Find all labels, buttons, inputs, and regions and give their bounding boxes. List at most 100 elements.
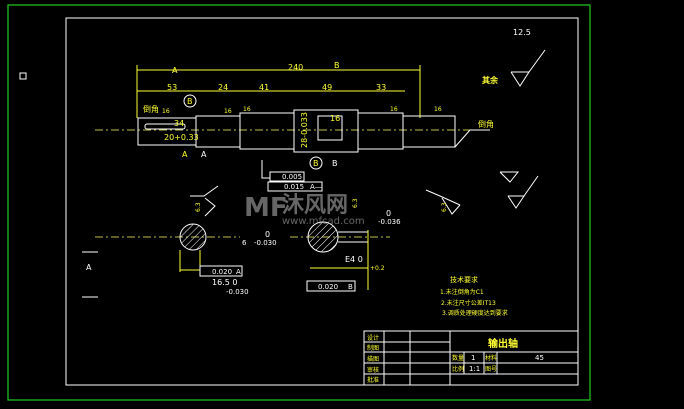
segment-length: 41	[259, 83, 269, 92]
title-block-row-label: 描图	[367, 355, 379, 363]
segment-length: 24	[218, 83, 228, 92]
section-b-depth: E4 0	[345, 255, 363, 264]
drawing-border	[65, 17, 579, 386]
requirements-title: 技术要求	[450, 275, 478, 284]
runout-box-2	[267, 181, 323, 192]
runout-2-value: 0.015	[284, 183, 304, 191]
chamfer-leader	[454, 129, 471, 148]
part-name: 输出轴	[488, 337, 518, 350]
qty-value: 1	[471, 354, 475, 362]
roughness-symbol	[507, 195, 525, 209]
ucs-marker	[19, 72, 27, 80]
material-label: 材料	[485, 354, 497, 362]
outer-frame	[7, 4, 591, 401]
drawing-no-label: 图号	[485, 366, 497, 373]
watermark: MF 沐风网 www.mfcad.com	[244, 193, 365, 227]
section-b-symmetry-ref: B	[348, 283, 353, 291]
section-b-hatch	[307, 221, 339, 253]
datum-b-label: B	[334, 61, 340, 70]
datum-a-label: A	[201, 150, 207, 159]
shaft-main-view: 240 B A 53 24 41 49 33 16 34 20+0.33 28-…	[95, 61, 494, 192]
title-block-row-label: 批准	[367, 376, 379, 384]
requirement-item: 1.未注倒角为C1	[440, 288, 484, 296]
section-b: E4 0 +0.2 0 -0.036 0.020 B 6.3 6.3	[290, 189, 461, 292]
datum-a-marker: A	[182, 150, 188, 159]
roughness-mark: 16	[162, 108, 170, 115]
shaft-segment	[195, 115, 241, 148]
datum-b-marker: B	[313, 159, 319, 168]
roughness-symbol-tail	[528, 49, 546, 73]
material-value: 45	[535, 354, 544, 362]
keyway-left	[144, 123, 186, 130]
datum-circle	[183, 94, 197, 108]
keyway-right	[317, 115, 343, 141]
section-a-symmetry-box	[199, 265, 243, 277]
runout-box-1	[269, 171, 305, 182]
section-a-upper-tol: 0	[265, 230, 270, 239]
rest-label: 其余	[482, 75, 499, 85]
roughness-symbol	[204, 197, 216, 217]
section-a-symmetry-value: 0.020	[212, 268, 232, 276]
segment-length: 49	[322, 83, 332, 92]
roughness-mark: 16	[224, 108, 232, 115]
roughness-mark: 16	[243, 106, 251, 113]
title-block-row-label: 审核	[367, 366, 379, 374]
requirement-item: 3.调质处理硬度达到要求	[442, 309, 508, 317]
chamfer-label: 倒角	[143, 104, 159, 114]
scale-label: 比例	[452, 365, 464, 373]
section-a-depth: 16.5 0	[212, 278, 237, 287]
shaft-segment	[239, 112, 295, 150]
section-b-depth-tol: +0.2	[370, 265, 385, 272]
datum-a-label: A	[172, 66, 178, 75]
section-a: 16.5 0 -0.030 0 6 -0.030 0.020 A 6.3 A	[82, 185, 277, 298]
section-a-lower-tol: -0.030	[254, 239, 277, 247]
segment-length: 53	[167, 83, 177, 92]
overall-length-label: 240	[288, 63, 303, 72]
scale-value: 1:1	[469, 365, 480, 373]
watermark-brand: 沐风网	[282, 193, 348, 218]
chamfer-label: 倒角	[478, 119, 494, 129]
shaft-segment	[357, 112, 404, 150]
key-width-label: 16	[330, 114, 340, 123]
requirement-item: 2.未注尺寸公差IT13	[441, 299, 496, 307]
section-a-symmetry-ref: A	[236, 268, 241, 276]
section-b-roughness: 6.3	[441, 202, 448, 212]
section-a-hatch	[179, 223, 207, 251]
watermark-logo: MF	[244, 193, 288, 223]
section-a-roughness: 6.3	[195, 202, 202, 212]
section-b-symmetry-value: 0.020	[318, 283, 338, 291]
datum-circle	[309, 156, 323, 170]
section-b-symmetry-box	[306, 280, 356, 292]
roughness-mark: 16	[390, 106, 398, 113]
runout-reference: A—	[310, 183, 322, 191]
roughness-default: 12.5 其余	[482, 28, 546, 209]
view-label: A	[86, 263, 92, 272]
technical-requirements: 技术要求 1.未注倒角为C1 2.未注尺寸公差IT13 3.调质处理硬度达到要求	[440, 275, 508, 317]
section-b-upper-tol: 0	[386, 209, 391, 218]
roughness-value: 12.5	[513, 28, 531, 37]
roughness-mark: 16	[434, 106, 442, 113]
keyway-length-label: 34	[174, 119, 184, 128]
title-block-row-label: 制图	[367, 344, 379, 352]
roughness-symbol	[441, 197, 461, 215]
shaft-segment	[402, 115, 456, 148]
roughness-symbol	[425, 189, 461, 206]
keyway-depth-label: 20+0.33	[164, 133, 199, 142]
datum-b-marker: B	[187, 97, 193, 106]
diameter-label: 28-0.033	[300, 112, 309, 148]
roughness-symbol-tail	[523, 175, 539, 197]
leader-line	[190, 185, 219, 197]
runout-leader	[261, 160, 270, 179]
datum-b-label: B	[332, 159, 338, 168]
segment-length: 33	[376, 83, 386, 92]
roughness-symbol	[510, 71, 530, 87]
title-block-frame	[363, 330, 579, 386]
title-block-row-label: 设计	[367, 334, 379, 342]
section-b-lower-tol: -0.036	[378, 218, 401, 226]
qty-label: 数量	[452, 354, 464, 362]
runout-1-value: 0.005	[282, 173, 302, 181]
title-block: 设计 制图 描图 审核 批准 输出轴 数量 1 材料 45 比例 1:1 图号	[363, 330, 579, 386]
watermark-url: www.mfcad.com	[282, 216, 365, 227]
roughness-symbol	[499, 171, 520, 183]
